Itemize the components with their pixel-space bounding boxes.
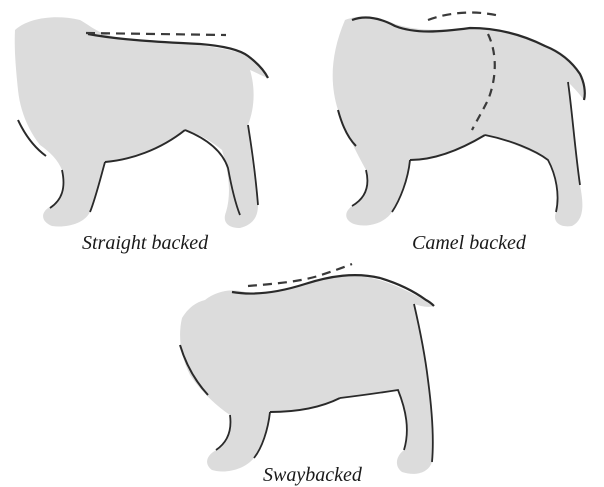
caption-camel-backed: Camel backed	[412, 232, 526, 255]
panel-camel-backed	[333, 13, 585, 227]
panel-straight-backed	[15, 17, 268, 228]
caption-straight-backed: Straight backed	[82, 232, 208, 255]
guide-line-camel-back	[428, 13, 500, 20]
dog-body-sway	[180, 276, 434, 474]
panel-swaybacked	[180, 264, 434, 474]
caption-swaybacked: Swaybacked	[263, 464, 362, 487]
